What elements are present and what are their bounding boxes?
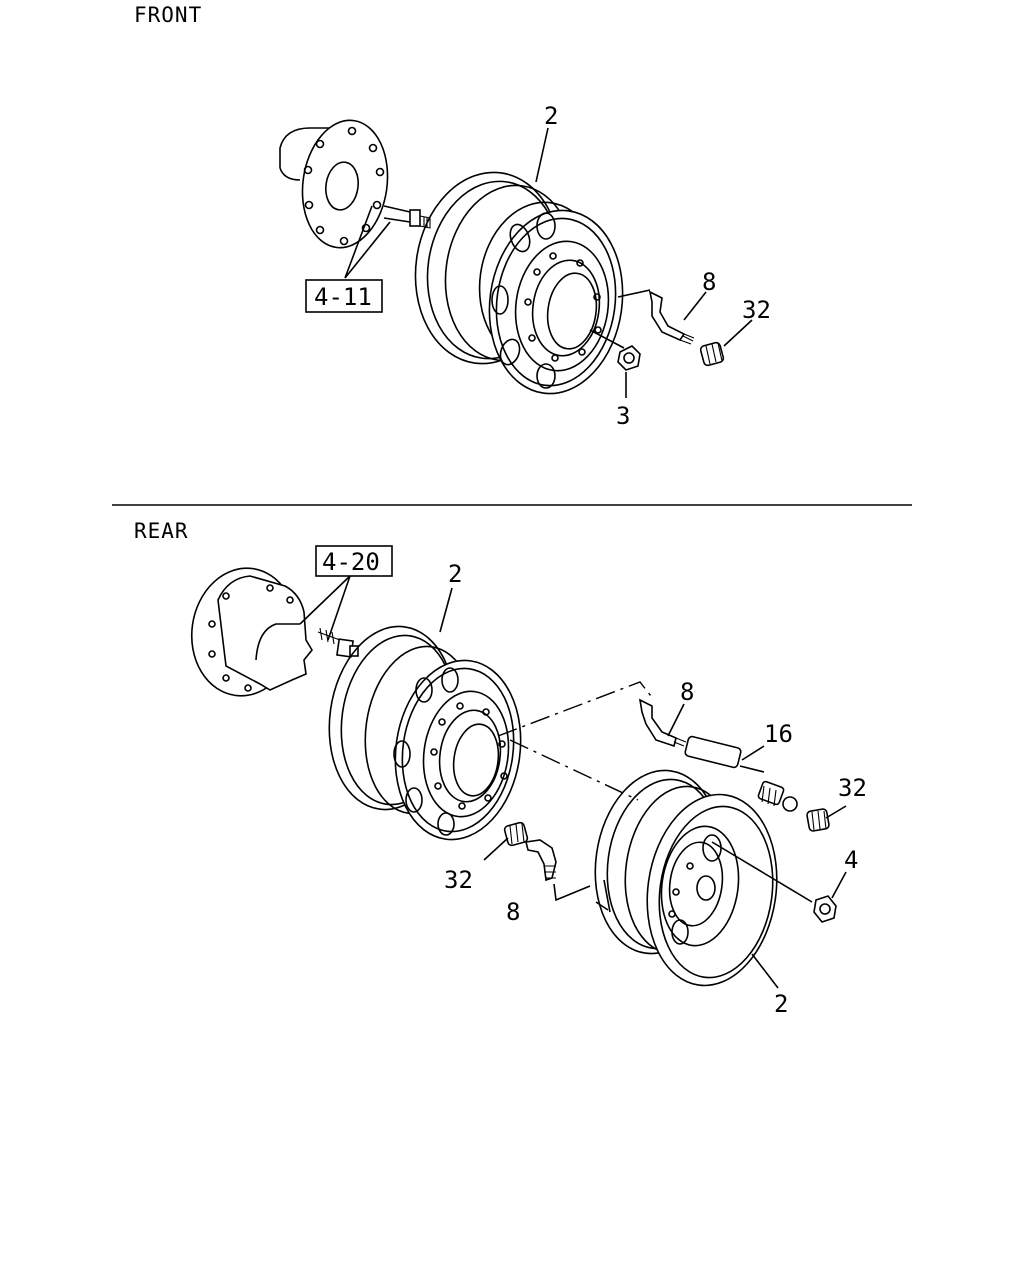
rear-valve-cap-outer xyxy=(806,808,830,832)
rear-callout-hub-ref: 4-20 xyxy=(322,548,380,576)
front-section: FRONT xyxy=(134,3,771,430)
front-callout-nut: 3 xyxy=(616,402,630,430)
front-section-title: FRONT xyxy=(134,3,202,27)
rear-hub-reference-box xyxy=(315,545,393,577)
front-wheel-stud xyxy=(383,205,431,229)
rear-section: REAR xyxy=(134,519,867,1018)
rear-callout-rim-inner: 2 xyxy=(448,560,462,588)
rear-callout-nut: 4 xyxy=(844,846,858,874)
front-wheel-nut xyxy=(589,329,641,371)
front-callout-rim: 2 xyxy=(544,102,558,130)
rear-callout-rim-outer: 2 xyxy=(774,990,788,1018)
rear-callout-extension: 16 xyxy=(764,720,793,748)
front-valve-stem xyxy=(617,289,695,345)
rear-wheel-nut xyxy=(813,895,837,923)
front-valve-cap xyxy=(699,341,725,367)
rear-callout-cap-outer: 32 xyxy=(838,774,867,802)
rear-callout-valve-inner: 8 xyxy=(506,898,520,926)
rear-inner-rim xyxy=(328,625,522,841)
rear-valve-extension xyxy=(684,735,798,812)
rear-callout-valve-outer: 8 xyxy=(680,678,694,706)
rear-callout-cap-inner: 32 xyxy=(444,866,473,894)
rear-wheel-stud xyxy=(317,627,359,658)
rear-outer-rim xyxy=(594,769,778,987)
front-hub-reference-box xyxy=(305,279,383,313)
front-callout-cap: 32 xyxy=(742,296,771,324)
rear-section-title: REAR xyxy=(134,519,189,543)
rear-leader-lines xyxy=(299,575,847,989)
front-callout-hub-ref: 4-11 xyxy=(314,283,372,311)
front-hub xyxy=(279,119,389,249)
rear-valve-cap-inner xyxy=(503,821,529,847)
front-rim xyxy=(414,171,624,395)
front-callout-valve: 8 xyxy=(702,268,716,296)
rear-hub xyxy=(190,567,313,697)
rear-valve-stem-outer xyxy=(638,698,687,748)
rear-valve-stem-inner xyxy=(525,839,557,882)
front-leader-lines xyxy=(344,127,753,398)
